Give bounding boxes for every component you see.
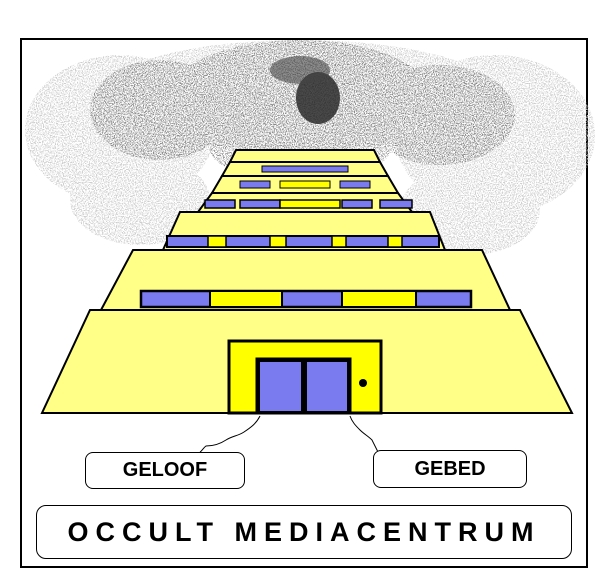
page-title: OCCULT MEDIACENTRUM [36, 505, 572, 559]
gebed-button[interactable]: GEBED [373, 450, 527, 488]
storm-cloud-icon [25, 40, 595, 255]
double-door-icon [227, 339, 383, 415]
geloof-button[interactable]: GELOOF [85, 452, 245, 489]
connector-right [349, 415, 379, 453]
connector-left [199, 415, 261, 453]
